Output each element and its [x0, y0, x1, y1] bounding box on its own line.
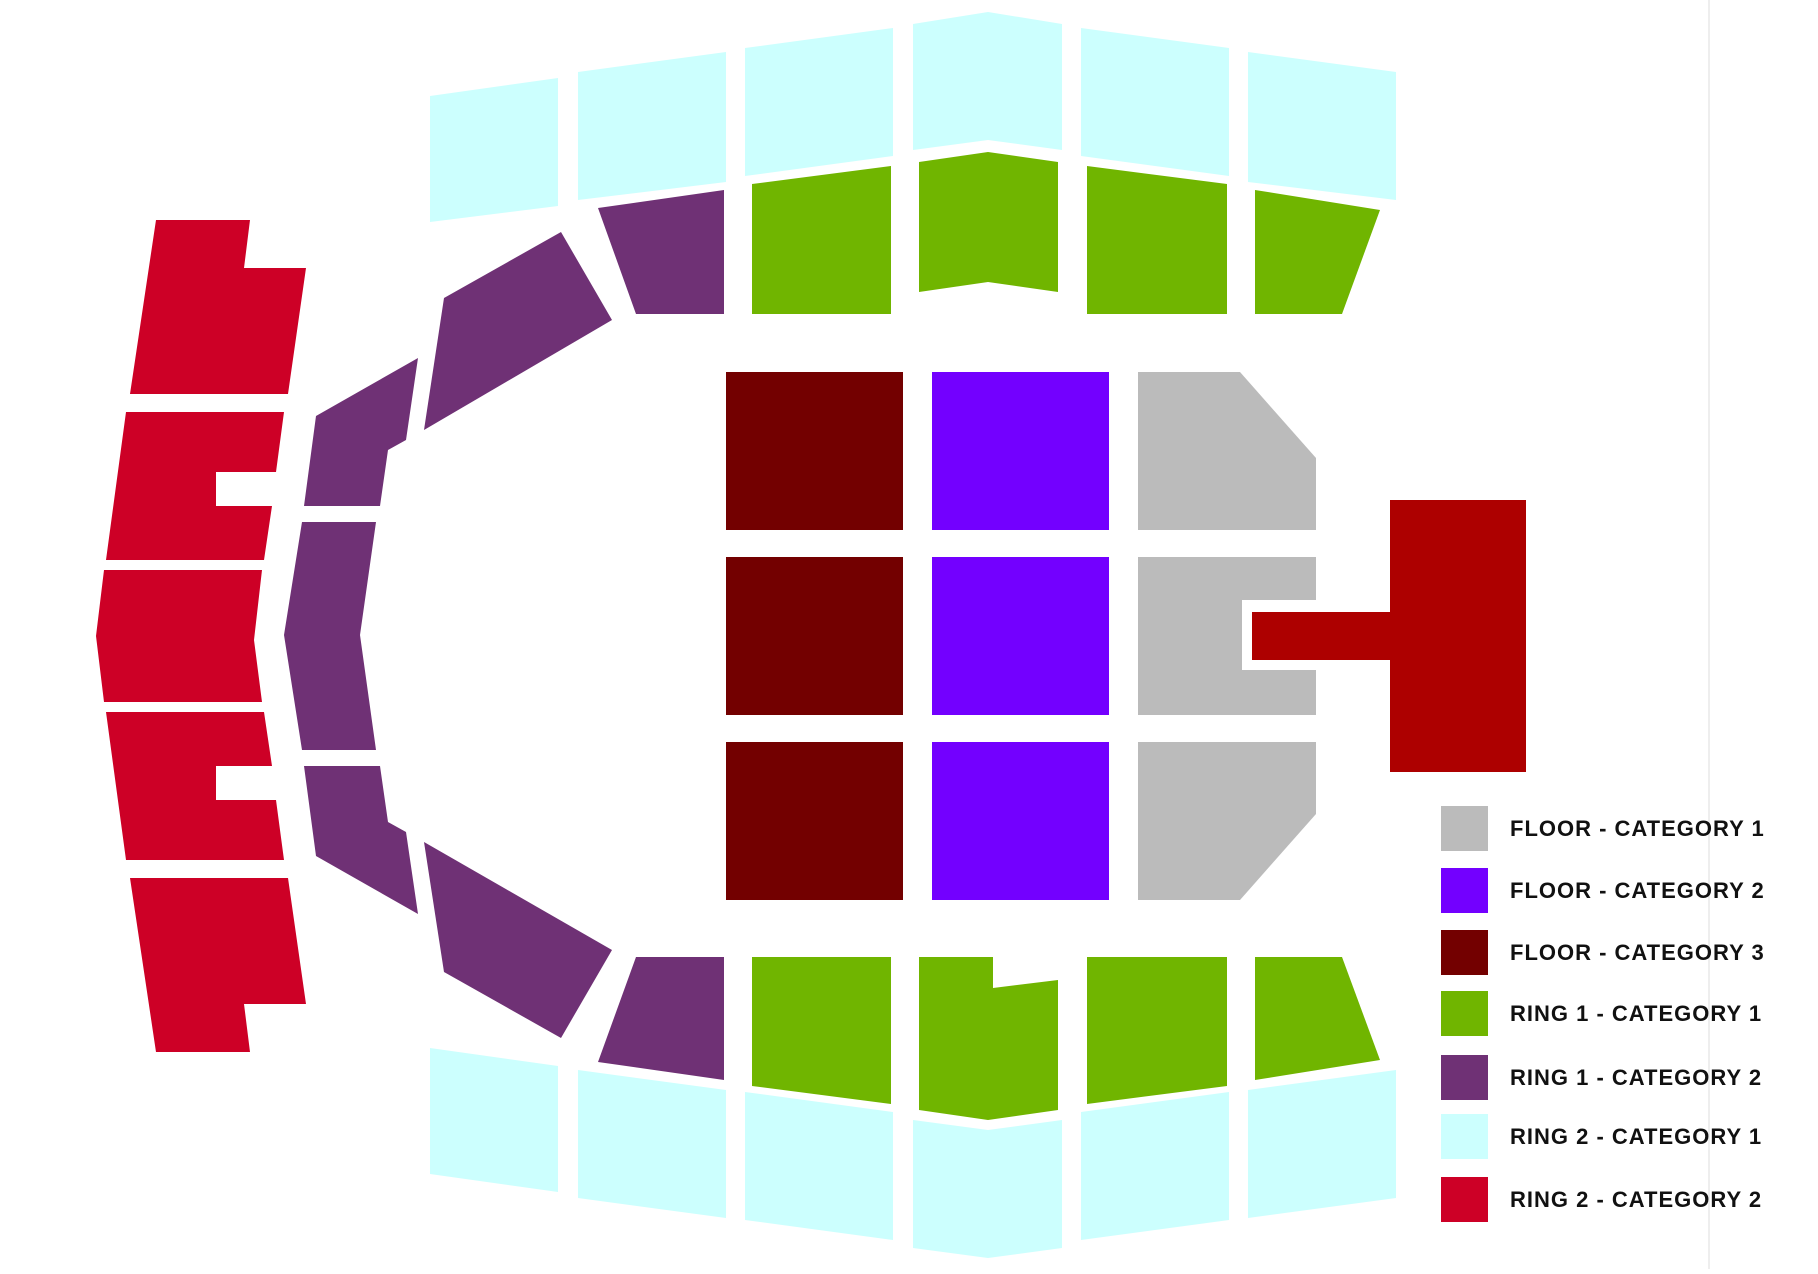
ring2-cat1-bottom [430, 1048, 1396, 1258]
section-ring1-p1[interactable] [598, 190, 724, 314]
section-floor3-1[interactable] [726, 372, 903, 530]
ring1-cat2 [284, 190, 724, 1080]
section-ring1-p2[interactable] [424, 232, 612, 430]
legend-label: FLOOR - CATEGORY 1 [1510, 816, 1765, 841]
legend-swatch [1441, 991, 1488, 1036]
section-ring2-top-2[interactable] [578, 52, 726, 200]
section-ring2-bottom-1[interactable] [430, 1048, 558, 1192]
section-ring1-bottom-1[interactable] [752, 957, 891, 1104]
section-ring1-top-2[interactable] [919, 152, 1058, 292]
legend-label: FLOOR - CATEGORY 3 [1510, 940, 1765, 965]
section-ring1-p3[interactable] [304, 358, 418, 506]
section-ring1-p6[interactable] [424, 842, 612, 1038]
section-ring2-top-4[interactable] [913, 12, 1062, 150]
legend-swatch [1441, 868, 1488, 913]
legend-label: RING 1 - CATEGORY 2 [1510, 1065, 1762, 1090]
section-ring2-bottom-5[interactable] [1081, 1092, 1229, 1240]
section-ring2-r4[interactable] [106, 712, 284, 860]
section-floor3-2[interactable] [726, 557, 903, 715]
section-ring2-r5[interactable] [130, 878, 306, 1052]
legend: FLOOR - CATEGORY 1 FLOOR - CATEGORY 2 FLOO… [1441, 806, 1765, 1222]
ring1-cat1-bottom [752, 957, 1380, 1120]
section-ring1-top-4[interactable] [1255, 190, 1380, 314]
section-ring1-p7[interactable] [598, 957, 724, 1080]
floor-cat2 [932, 372, 1109, 900]
section-ring1-p4[interactable] [284, 522, 376, 750]
section-floor1-2[interactable] [1138, 557, 1316, 715]
section-floor2-1[interactable] [932, 372, 1109, 530]
ring2-cat2 [96, 220, 306, 1052]
section-ring1-top-3[interactable] [1087, 166, 1227, 314]
section-ring1-bottom-2[interactable] [919, 957, 1058, 1120]
section-floor2-3[interactable] [932, 742, 1109, 900]
legend-label: RING 2 - CATEGORY 1 [1510, 1124, 1762, 1149]
legend-swatch [1441, 1177, 1488, 1222]
ring1-cat1-top [752, 152, 1380, 314]
stage [1252, 500, 1526, 772]
section-ring1-bottom-4[interactable] [1255, 957, 1380, 1080]
section-ring2-top-3[interactable] [745, 28, 893, 176]
section-floor1-1[interactable] [1138, 372, 1316, 530]
legend-label: FLOOR - CATEGORY 2 [1510, 878, 1765, 903]
section-ring2-top-1[interactable] [430, 78, 558, 222]
legend-swatch [1441, 930, 1488, 975]
section-ring2-r3[interactable] [96, 570, 262, 702]
floor-cat3 [726, 372, 903, 900]
section-ring2-r2[interactable] [106, 412, 284, 560]
section-ring1-bottom-3[interactable] [1087, 957, 1227, 1104]
legend-swatch [1441, 1055, 1488, 1100]
ring2-cat1-top [430, 12, 1396, 222]
legend-swatch [1441, 1114, 1488, 1159]
section-ring2-bottom-4[interactable] [913, 1120, 1062, 1258]
legend-label: RING 2 - CATEGORY 2 [1510, 1187, 1762, 1212]
section-floor2-2[interactable] [932, 557, 1109, 715]
section-ring2-bottom-2[interactable] [578, 1070, 726, 1218]
section-ring2-top-6[interactable] [1248, 52, 1396, 200]
legend-swatch [1441, 806, 1488, 851]
section-ring2-bottom-3[interactable] [745, 1092, 893, 1240]
section-ring2-r1[interactable] [130, 220, 306, 394]
section-floor1-3[interactable] [1138, 742, 1316, 900]
section-ring2-bottom-6[interactable] [1248, 1070, 1396, 1218]
section-ring1-p5[interactable] [304, 766, 418, 914]
floor-cat1 [1138, 372, 1316, 900]
section-floor3-3[interactable] [726, 742, 903, 900]
section-ring2-top-5[interactable] [1081, 28, 1229, 176]
legend-label: RING 1 - CATEGORY 1 [1510, 1001, 1762, 1026]
section-ring1-top-1[interactable] [752, 166, 891, 314]
